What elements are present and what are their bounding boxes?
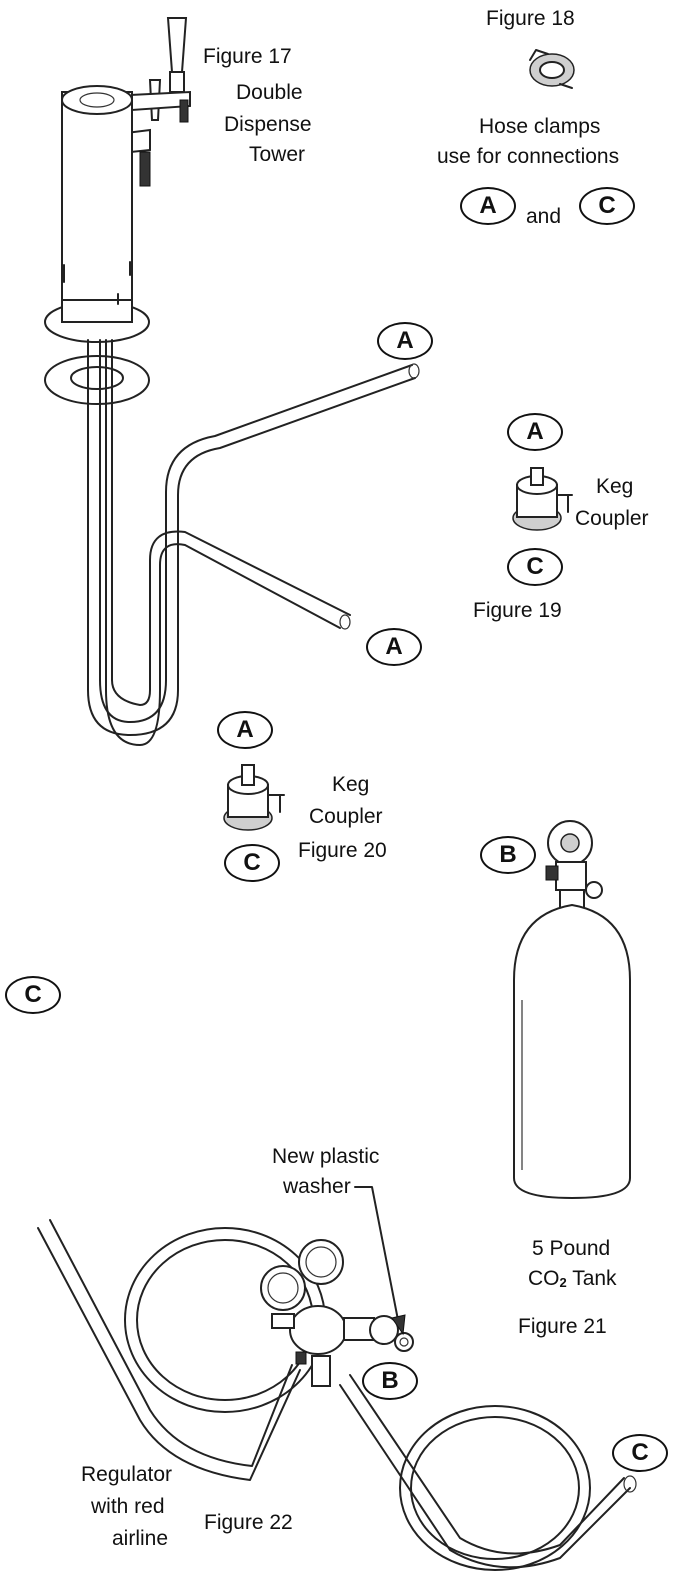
figure-21-caption: Figure 21 xyxy=(518,1315,607,1338)
figure-22-label-line1: Regulator xyxy=(81,1463,173,1486)
figure-19-label-line2: Coupler xyxy=(575,507,649,530)
callout-c-hose-right: C xyxy=(612,1434,668,1472)
callout-c-fig19: C xyxy=(507,548,563,586)
washer-pointer-arrow xyxy=(354,1186,406,1336)
figure-17-title-line1: Double xyxy=(236,81,303,104)
callout-c-fig18: C xyxy=(579,187,635,225)
figure-19-caption: Figure 19 xyxy=(473,599,562,622)
figure-19-label-line1: Keg xyxy=(596,475,634,498)
callout-b-tank: B xyxy=(480,836,536,874)
figure-18-desc-line2: use for connections xyxy=(437,145,620,168)
figure-18-joiner: and xyxy=(526,205,562,228)
callout-c-fig20: C xyxy=(224,844,280,882)
callout-b-regulator: B xyxy=(362,1362,418,1400)
keg-coupler-drawing xyxy=(223,764,285,831)
figure-22-label-line3: airline xyxy=(112,1527,169,1550)
hose-clamp-icon xyxy=(529,49,575,89)
figure-20-label-line2: Coupler xyxy=(309,805,383,828)
callout-a-line-mid: A xyxy=(366,628,422,666)
figure-17-title-line3: Tower xyxy=(249,143,306,166)
regulator-drawing xyxy=(260,1239,414,1387)
washer-label-line2: washer xyxy=(283,1175,351,1198)
figure-20-caption: Figure 20 xyxy=(298,839,387,862)
beer-line-drawing xyxy=(87,363,420,746)
co2-tank-drawing xyxy=(513,820,631,1200)
callout-a-fig20: A xyxy=(217,711,273,749)
washer-label-line1: New plastic xyxy=(272,1145,380,1168)
figure-18-desc-line1: Hose clamps xyxy=(479,115,601,138)
figure-22-label-line2: with red xyxy=(91,1495,165,1518)
keg-coupler-drawing xyxy=(512,467,573,531)
callout-a-fig19: A xyxy=(507,413,563,451)
figure-17-title-line2: Dispense xyxy=(224,113,312,136)
beer-tower-drawing xyxy=(44,17,191,691)
figure-21-label-line2: CO2 Tank xyxy=(528,1267,617,1290)
callout-c-hose-left: C xyxy=(5,976,61,1014)
callout-a-fig18: A xyxy=(460,187,516,225)
figure-20-label-line1: Keg xyxy=(332,773,370,796)
figure-18-caption: Figure 18 xyxy=(486,7,575,30)
airline-hose-drawing xyxy=(37,1219,637,1571)
figure-22-caption: Figure 22 xyxy=(204,1511,293,1534)
callout-a-line-top: A xyxy=(377,322,433,360)
figure-17-caption: Figure 17 xyxy=(203,45,292,68)
figure-21-label-line1: 5 Pound xyxy=(532,1237,611,1260)
